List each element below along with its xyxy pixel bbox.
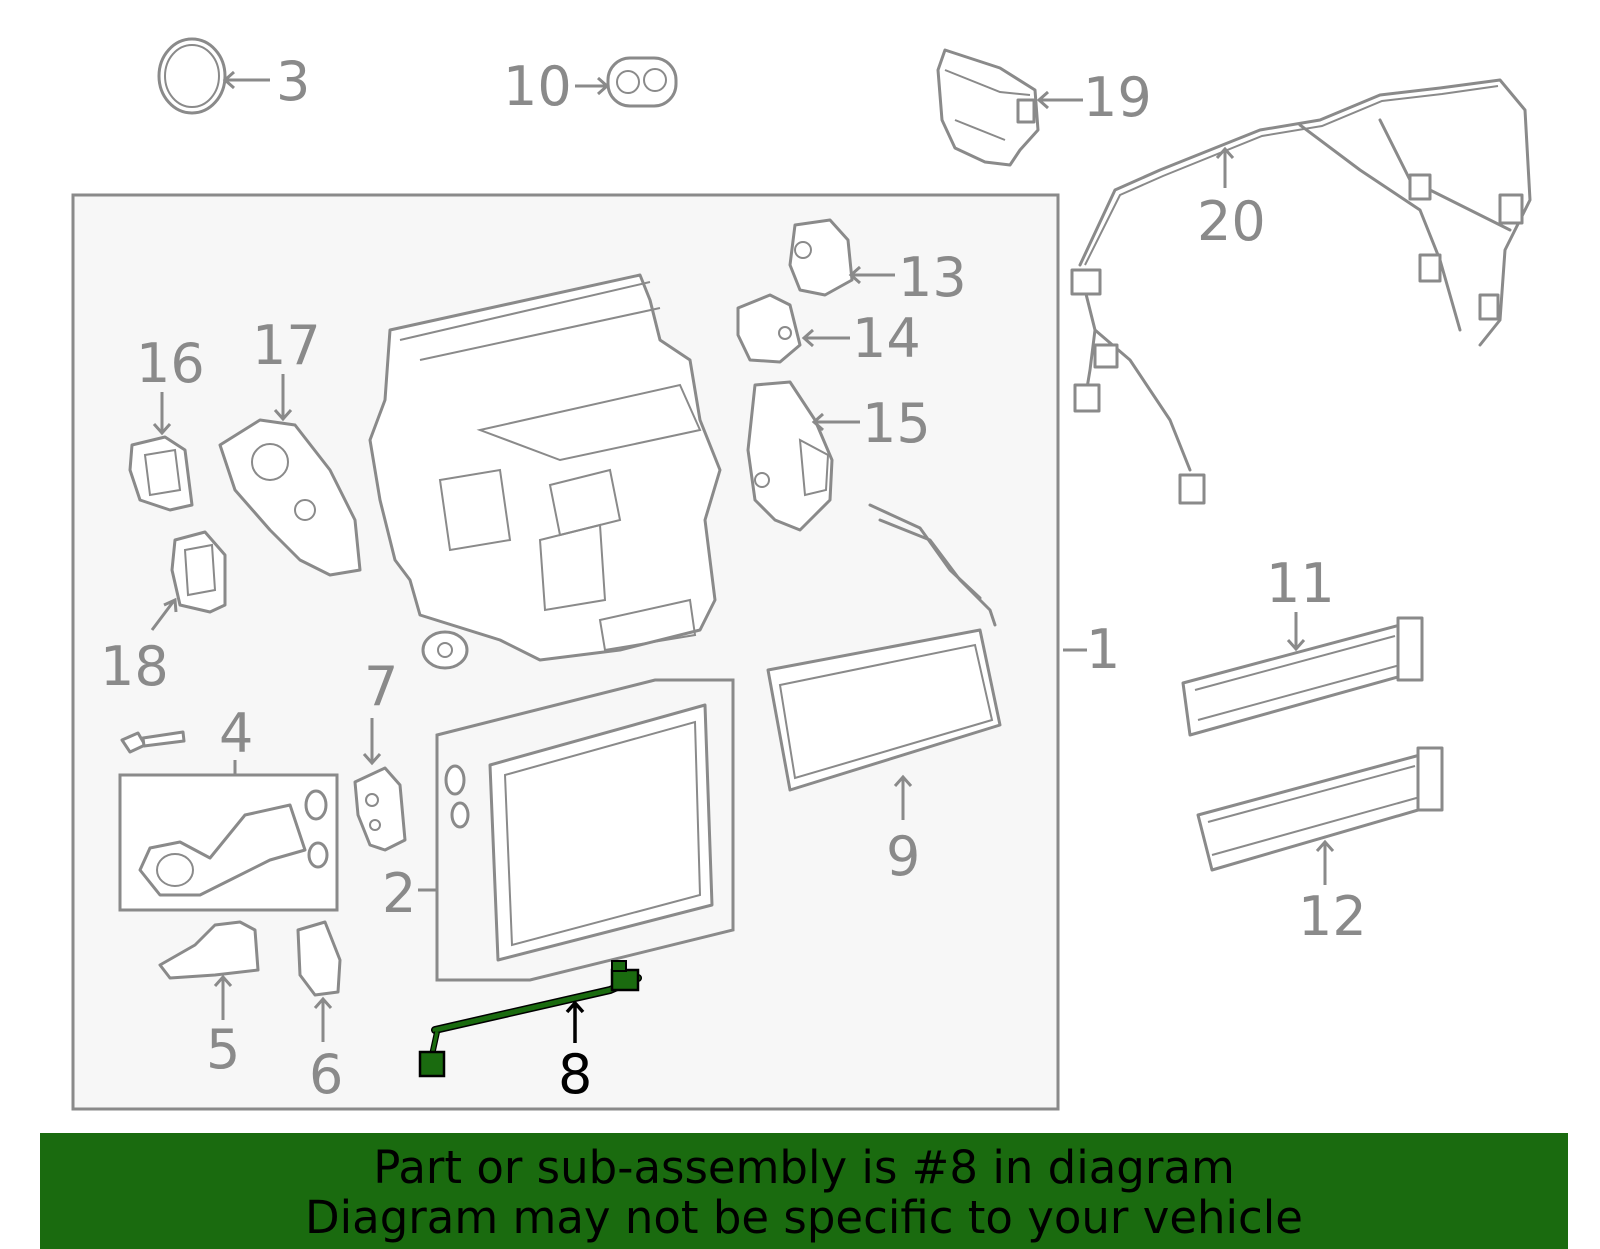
part-4-expansion-pipe[interactable] — [138, 789, 329, 897]
part-14-servo-motor[interactable] — [736, 293, 802, 364]
callout-10: 10 — [503, 55, 572, 118]
part-17-blower-motor[interactable] — [218, 418, 362, 577]
part-13-servo-motor[interactable] — [788, 218, 854, 297]
callout-4: 4 — [219, 702, 253, 765]
callout-1: 1 — [1086, 618, 1120, 681]
part-3-o-ring[interactable] — [157, 37, 227, 115]
callout-6: 6 — [309, 1043, 343, 1106]
callout-18: 18 — [100, 635, 169, 698]
callout-20: 20 — [1197, 190, 1266, 253]
callout-9: 9 — [886, 825, 920, 888]
callout-7: 7 — [364, 655, 398, 718]
part-9-heater-core[interactable] — [766, 503, 1002, 792]
part-19-control-module[interactable] — [936, 48, 1040, 167]
callout-17: 17 — [252, 314, 321, 377]
banner-line-1: Part or sub-assembly is #8 in diagram — [373, 1141, 1235, 1194]
part-4-bolt[interactable] — [120, 730, 186, 754]
part-1-heater-case-housing[interactable] — [368, 273, 722, 670]
part-12-ptc-heater[interactable] — [1196, 746, 1444, 872]
callout-12: 12 — [1298, 885, 1367, 948]
callout-2: 2 — [382, 862, 416, 925]
part-8-evaporator-temperature-sensor[interactable] — [418, 960, 642, 1078]
part-5-insulator[interactable] — [158, 920, 260, 980]
callout-3: 3 — [276, 50, 310, 113]
part-6-seal[interactable] — [296, 920, 342, 997]
banner-line-2: Diagram may not be specific to your vehi… — [305, 1191, 1303, 1244]
callout-8: 8 — [558, 1043, 592, 1106]
callout-15: 15 — [862, 392, 931, 455]
part-16-servo-motor[interactable] — [128, 435, 194, 512]
callout-19: 19 — [1083, 66, 1152, 129]
callout-16: 16 — [136, 332, 205, 395]
info-banner: Part or sub-assembly is #8 in diagram Di… — [40, 1133, 1568, 1249]
part-7-expansion-valve[interactable] — [353, 766, 407, 852]
part-15-servo-motor[interactable] — [746, 380, 834, 532]
part-18-servo-motor[interactable] — [170, 530, 227, 614]
callout-14: 14 — [852, 307, 921, 370]
part-20-wire-harness[interactable] — [1070, 78, 1532, 505]
part-10-grommet[interactable] — [606, 56, 678, 108]
callout-5: 5 — [206, 1018, 240, 1081]
part-11-ptc-heater[interactable] — [1181, 616, 1424, 737]
part-2-evaporator[interactable] — [444, 703, 714, 962]
callout-13: 13 — [898, 246, 967, 309]
callout-11: 11 — [1266, 552, 1335, 615]
